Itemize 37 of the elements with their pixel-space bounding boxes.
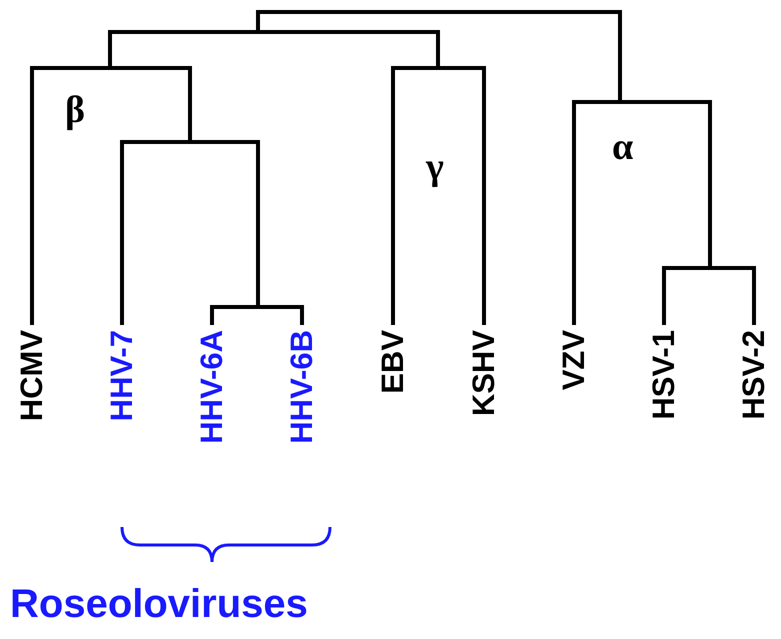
clade-label: α (612, 125, 634, 169)
clade-label: β (65, 88, 86, 132)
leaf-label: VZV (557, 330, 591, 390)
branch-bar (108, 30, 440, 34)
branch-line (210, 307, 214, 325)
branch-line (618, 12, 622, 102)
branch-line (256, 12, 260, 32)
branch-bar (210, 305, 304, 309)
branch-bar (572, 100, 712, 104)
branch-line (30, 68, 34, 325)
branch-line (188, 68, 192, 142)
branch-line (572, 102, 576, 325)
branch-bar (120, 140, 260, 144)
branch-line (391, 68, 395, 325)
branch-line (120, 142, 124, 325)
branch-line (256, 142, 260, 307)
branch-line (752, 268, 756, 325)
branch-line (108, 32, 112, 68)
leaf-label: HHV-7 (105, 330, 139, 422)
group-label: Roseoloviruses (10, 582, 308, 627)
branch-line (662, 268, 666, 325)
branch-line (708, 102, 712, 268)
branch-bar (30, 66, 192, 70)
branch-line (300, 307, 304, 325)
branch-bar (256, 10, 622, 14)
leaf-label: KSHV (467, 330, 501, 416)
branch-bar (662, 266, 756, 270)
clade-label: γ (426, 145, 444, 189)
leaf-label: HCMV (15, 330, 49, 422)
leaf-label: EBV (376, 330, 410, 394)
branch-line (482, 68, 486, 325)
branch-bar (391, 66, 486, 70)
leaf-label: HHV-6A (195, 330, 229, 444)
leaf-label: HSV-2 (737, 330, 771, 420)
leaf-label: HSV-1 (647, 330, 681, 420)
branch-line (436, 32, 440, 68)
leaf-label: HHV-6B (285, 330, 319, 444)
